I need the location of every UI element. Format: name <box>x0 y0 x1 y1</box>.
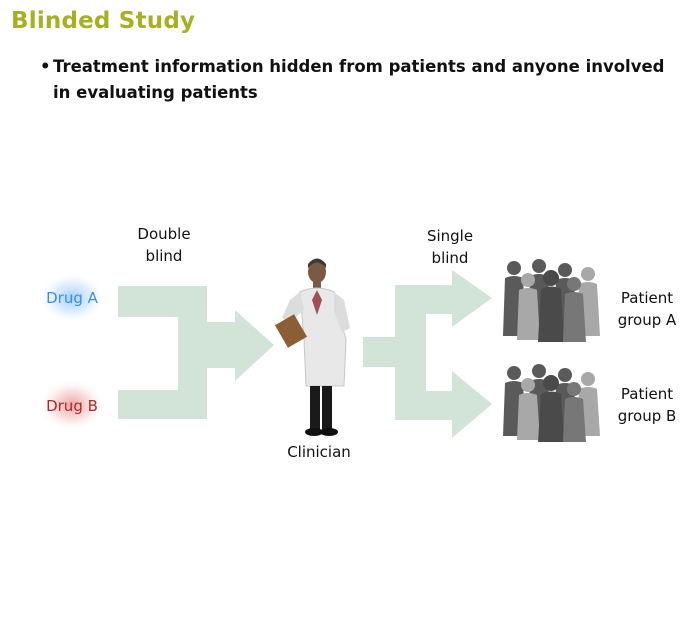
patient-group-b-figures <box>503 364 600 442</box>
double-blind-line-1: Double <box>137 225 191 243</box>
double-blind-line-2: blind <box>145 247 183 265</box>
bullet-text: Treatment information hidden from patien… <box>53 57 665 102</box>
patient-group-a-figures <box>503 259 600 342</box>
clinician-figure <box>274 258 350 436</box>
single-blind-line-2: blind <box>431 249 469 267</box>
drug-b-glow <box>38 379 106 431</box>
drug-b-label: Drug B <box>46 397 98 415</box>
single-blind-line-1: Single <box>426 227 474 245</box>
single-blind-label: Single blind <box>410 225 490 269</box>
double-blind-label: Double blind <box>124 223 204 267</box>
double-blind-merge-arrow <box>118 286 274 419</box>
patient-group-a-line-2: group A <box>617 311 677 329</box>
bullet-dot: • <box>40 57 51 76</box>
bullet-point: • Treatment information hidden from pati… <box>40 54 680 106</box>
patient-group-b-line-1: Patient <box>620 385 674 403</box>
patient-group-a-line-1: Patient <box>620 289 674 307</box>
patient-group-a-label: Patient group A <box>606 287 688 331</box>
drug-a-glow <box>38 272 106 324</box>
patient-group-b-label: Patient group B <box>606 383 688 427</box>
patient-group-b-line-2: group B <box>617 407 677 425</box>
drug-a-label: Drug A <box>46 289 98 307</box>
single-blind-split-arrow <box>363 270 492 438</box>
clinician-label: Clinician <box>287 443 351 461</box>
slide-title: Blinded Study <box>11 8 196 34</box>
